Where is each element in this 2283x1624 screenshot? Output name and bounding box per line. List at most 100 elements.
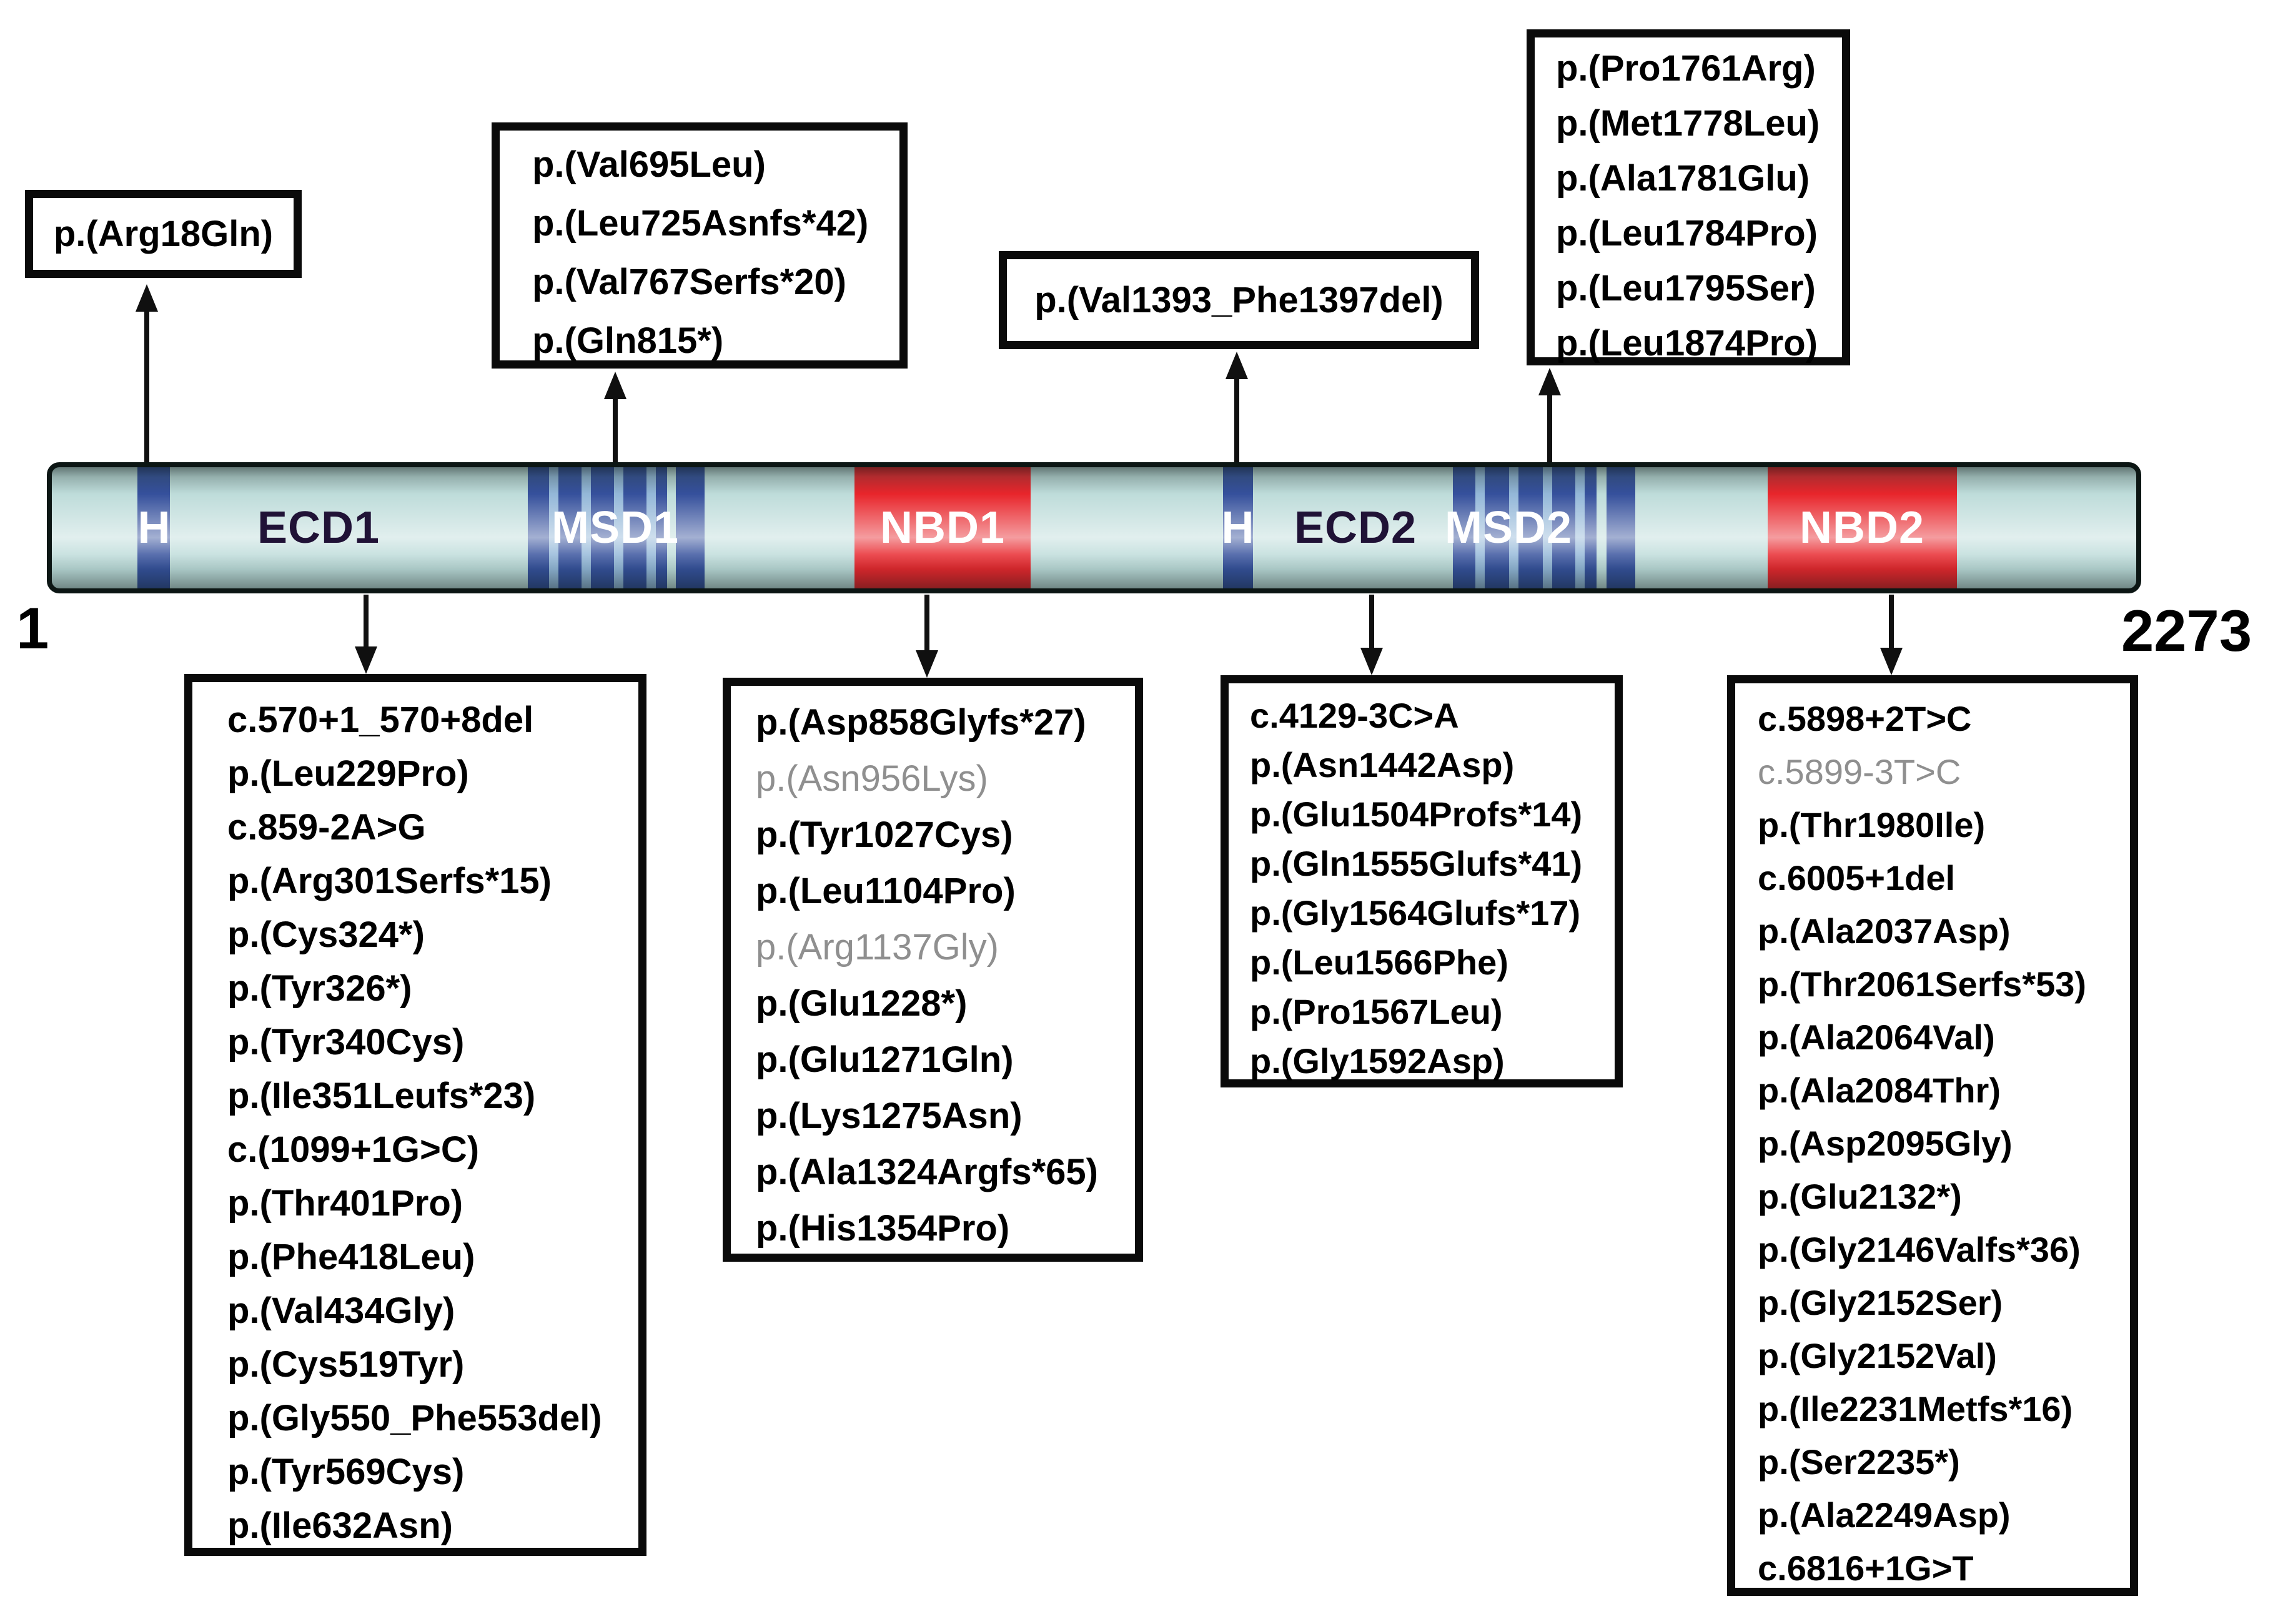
msd2-detached-stripe [1607, 467, 1635, 588]
mutation-entry: c.570+1_570+8del [227, 700, 534, 740]
mutation-entry: p.(Val434Gly) [227, 1290, 455, 1331]
arrow-up-h1 [136, 284, 158, 465]
mutation-entry: p.(Arg301Serfs*15) [227, 861, 552, 901]
arrowhead-icon [355, 646, 377, 674]
msd1-detached-stripe [676, 467, 705, 588]
mutation-entry: p.(Tyr1027Cys) [756, 814, 1013, 855]
callout-ecd1-mutations: c.570+1_570+8del p.(Leu229Pro) c.859-2A>G p… [184, 674, 646, 1556]
arrow-down-nbd2 [1880, 595, 1903, 675]
mutation-entry: c.4129-3C>A [1250, 696, 1459, 735]
mutation-entry: p.(Tyr326*) [227, 968, 412, 1009]
arrow-down-ecd1 [355, 595, 377, 674]
mutation-entry: p.(Asn1442Asp) [1250, 745, 1515, 785]
mutation-entry: p.(Glu1228*) [756, 983, 968, 1024]
mutation-entry: p.(Val1393_Phe1397del) [1034, 280, 1444, 320]
arrowhead-icon [916, 650, 938, 678]
mutation-entry: c.5899-3T>C [1758, 752, 1961, 791]
mutation-entry: p.(Ala1324Argfs*65) [756, 1152, 1098, 1192]
mutation-entry: p.(Gly2152Ser) [1758, 1283, 2003, 1322]
arrow-down-nbd1 [916, 595, 938, 678]
arrow-shaft [1547, 388, 1552, 465]
mutation-entry: p.(Ala2064Val) [1758, 1017, 1995, 1057]
mutation-entry: c.(1099+1G>C) [227, 1129, 480, 1170]
callout-nbd1-mutations: p.(Asp858Glyfs*27) p.(Asn956Lys) p.(Tyr102… [723, 678, 1143, 1262]
callout-nbd2-mutations: c.5898+2T>C c.5899-3T>C p.(Thr1980Ile) c.60… [1727, 675, 2138, 1596]
label-h2: H [1221, 503, 1255, 553]
callout-arg18gln: p.(Arg18Gln) [25, 190, 302, 278]
mutation-entry: p.(Glu1504Profs*14) [1250, 795, 1583, 834]
callout-val1393-del: p.(Val1393_Phe1397del) [999, 251, 1479, 349]
label-nbd1: NBD1 [879, 503, 1006, 553]
arrowhead-icon [1360, 648, 1383, 675]
mutation-entry: p.(Thr401Pro) [227, 1183, 463, 1224]
label-msd1: MSD1 [551, 503, 680, 553]
mutation-entry: p.(Leu1784Pro) [1556, 213, 1818, 254]
callout-msd1-mutations: p.(Val695Leu)p.(Leu725Asnfs*42)p.(Val767… [492, 122, 908, 369]
arrow-shaft [1369, 595, 1374, 655]
mutation-entry: p.(Thr1980Ile) [1758, 805, 1986, 844]
mutation-entry: p.(Ile632Asn) [227, 1505, 453, 1546]
mutation-entry: p.(Ala2249Asp) [1758, 1495, 2011, 1535]
label-ecd1: ECD1 [257, 503, 380, 553]
mutation-entry: p.(Leu229Pro) [227, 753, 469, 794]
mutation-entry: p.(Leu1795Ser) [1556, 268, 1816, 309]
mutation-entry: p.(Asp858Glyfs*27) [756, 702, 1086, 743]
arrow-up-msd1 [604, 372, 626, 465]
mutation-entry: c.6816+1G>T [1758, 1548, 1974, 1588]
arrowhead-icon [1880, 648, 1903, 675]
arrow-up-val1393 [1226, 352, 1248, 465]
mutation-entry: p.(Ala2037Asp) [1758, 911, 2011, 951]
mutation-entry: p.(Leu1566Phe) [1250, 943, 1508, 982]
mutation-entry: p.(Pro1761Arg) [1556, 48, 1816, 89]
mutation-entry: p.(Gly550_Phe553del) [227, 1398, 602, 1438]
mutation-entry: p.(Ile351Leufs*23) [227, 1076, 536, 1116]
label-ecd2: ECD2 [1294, 503, 1417, 553]
mutation-entry: p.(Ala1781Glu) [1556, 158, 1810, 199]
mutation-entry: p.(Gly2152Val) [1758, 1336, 1997, 1375]
mutation-entry: c.6005+1del [1758, 858, 1956, 898]
mutation-entry: p.(Gly2146Valfs*36) [1758, 1230, 2081, 1269]
msd2-light-stripe [1575, 467, 1585, 588]
mutation-entry: p.(Asp2095Gly) [1758, 1124, 2013, 1163]
arrow-shaft [1889, 595, 1894, 655]
mutation-entry: p.(Gly1564Glufs*17) [1250, 893, 1581, 933]
mutation-entry: p.(Glu1271Gln) [756, 1039, 1014, 1080]
label-msd2: MSD2 [1444, 503, 1573, 553]
label-h1: H [137, 503, 171, 553]
label-nbd2: NBD2 [1799, 503, 1925, 553]
mutation-entry: p.(Cys519Tyr) [227, 1344, 465, 1385]
mutation-entry: p.(Arg18Gln) [53, 214, 274, 254]
c-terminus-position: 2273 [2121, 598, 2252, 663]
arrow-up-msd2 [1538, 368, 1561, 465]
mutation-entry: p.(Leu1104Pro) [756, 871, 1016, 911]
mutation-entry: p.(Tyr340Cys) [227, 1022, 465, 1062]
mutation-entry: p.(Arg1137Gly) [756, 927, 999, 968]
mutation-entry: p.(Glu2132*) [1758, 1177, 1962, 1216]
mutation-entry: p.(Leu1874Pro) [1556, 323, 1818, 364]
mutation-entry: p.(Val767Serfs*20) [532, 262, 846, 302]
protein-bar: H ECD1 MSD1 NBD1 H ECD2 MSD2 NBD2 [47, 462, 2141, 593]
mutation-entry: p.(Val695Leu) [532, 144, 766, 185]
callout-msd2-mutations: p.(Pro1761Arg)p.(Met1778Leu)p.(Ala1781Gl… [1527, 29, 1850, 365]
mutation-entry: p.(Ala2084Thr) [1758, 1071, 2001, 1110]
mutation-entry: p.(Gly1592Asp) [1250, 1041, 1505, 1081]
arrow-shaft [613, 392, 618, 465]
arrow-shaft [364, 595, 369, 654]
arrow-shaft [924, 595, 929, 658]
mutation-entry: p.(Ser2235*) [1758, 1442, 1960, 1482]
mutation-entry: p.(Gln815*) [532, 320, 724, 361]
mutation-entry: p.(Tyr569Cys) [227, 1452, 465, 1492]
mutation-entry: p.(Cys324*) [227, 914, 425, 955]
mutation-entry: p.(Pro1567Leu) [1250, 992, 1503, 1031]
mutation-entry: p.(Ile2231Metfs*16) [1758, 1389, 2073, 1428]
n-terminus-position: 1 [16, 595, 49, 661]
mutation-entry: p.(Asn956Lys) [756, 758, 988, 799]
arrow-down-ecd2 [1360, 595, 1383, 675]
mutation-entry: p.(His1354Pro) [756, 1208, 1010, 1249]
callout-ecd2-mutations: c.4129-3C>A p.(Asn1442Asp) p.(Glu1504Profs… [1221, 675, 1623, 1087]
mutation-entry: c.859-2A>G [227, 807, 426, 848]
arrow-shaft [1234, 372, 1239, 465]
mutation-entry: p.(Phe418Leu) [227, 1237, 475, 1277]
mutation-entry: p.(Gln1555Glufs*41) [1250, 844, 1583, 883]
mutation-entry: c.5898+2T>C [1758, 699, 1972, 738]
